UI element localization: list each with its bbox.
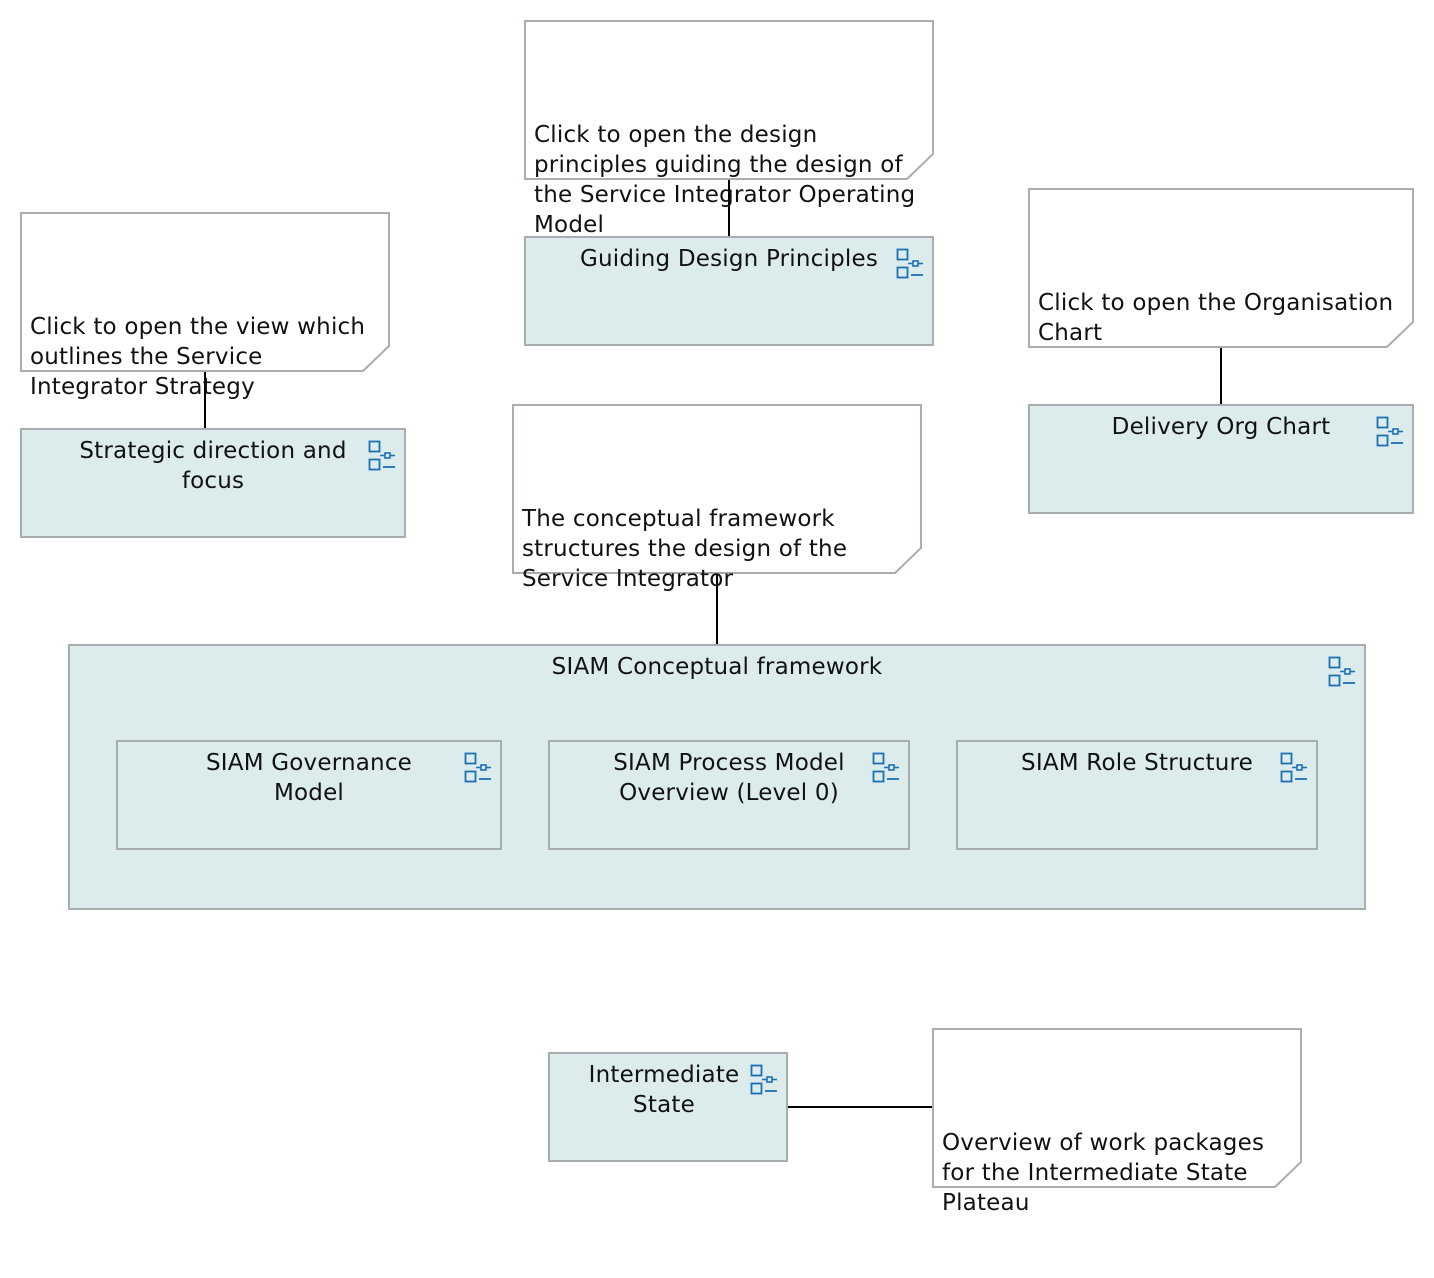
note-workpackages[interactable]: Overview of work packages for the Interm… (932, 1028, 1302, 1216)
view-reference-icon (896, 248, 923, 279)
view-label: SIAM Role Structure (1021, 750, 1253, 776)
note-text: Click to open the Organisation Chart (1038, 290, 1401, 346)
view-intermediate-state[interactable]: Intermediate State (548, 1052, 788, 1162)
note-text: Click to open the view which outlines th… (30, 314, 373, 400)
note-shape (524, 20, 934, 180)
note-org[interactable]: Click to open the Organisation Chart (1028, 188, 1414, 348)
view-label: Delivery Org Chart (1111, 414, 1331, 440)
view-label: Intermediate State (588, 1062, 740, 1118)
connector-principles (728, 179, 730, 238)
view-label: Guiding Design Principles (579, 246, 879, 272)
view-delivery-org-chart[interactable]: Delivery Org Chart (1028, 404, 1414, 514)
view-reference-icon (872, 752, 899, 783)
note-framework[interactable]: The conceptual framework structures the … (512, 404, 922, 592)
note-shape (932, 1028, 1302, 1188)
view-siam-process-model[interactable]: SIAM Process Model Overview (Level 0) (548, 740, 910, 850)
view-reference-icon (368, 440, 395, 471)
view-siam-governance-model[interactable]: SIAM Governance Model (116, 740, 502, 850)
view-siam-role-structure[interactable]: SIAM Role Structure (956, 740, 1318, 850)
view-strategic-direction[interactable]: Strategic direction and focus (20, 428, 406, 538)
view-siam-conceptual-framework[interactable]: SIAM Conceptual framework SIAM Governanc… (68, 644, 1366, 910)
view-reference-icon (1376, 416, 1403, 447)
connector-strategy (204, 371, 206, 430)
note-shape (20, 212, 390, 372)
view-reference-icon (1280, 752, 1307, 783)
view-reference-icon (750, 1064, 777, 1095)
connector-org (1220, 347, 1222, 406)
note-principles[interactable]: Click to open the design principles guid… (524, 20, 934, 238)
view-guiding-design-principles[interactable]: Guiding Design Principles (524, 236, 934, 346)
note-text: Click to open the design principles guid… (534, 122, 923, 238)
diagram-canvas: Click to open the view which outlines th… (20, 20, 1414, 1216)
note-shape (1028, 188, 1414, 348)
view-label: SIAM Conceptual framework (551, 654, 883, 680)
view-reference-icon (1328, 656, 1355, 687)
note-text: Overview of work packages for the Interm… (942, 1130, 1272, 1216)
connector-framework (716, 573, 718, 646)
note-strategy[interactable]: Click to open the view which outlines th… (20, 212, 390, 400)
view-reference-icon (464, 752, 491, 783)
view-label: SIAM Governance Model (205, 750, 413, 806)
note-text: The conceptual framework structures the … (522, 506, 855, 592)
note-shape (512, 404, 922, 574)
view-label: Strategic direction and focus (79, 438, 347, 494)
connector-intermediate (787, 1106, 934, 1108)
view-label: SIAM Process Model Overview (Level 0) (613, 750, 845, 806)
